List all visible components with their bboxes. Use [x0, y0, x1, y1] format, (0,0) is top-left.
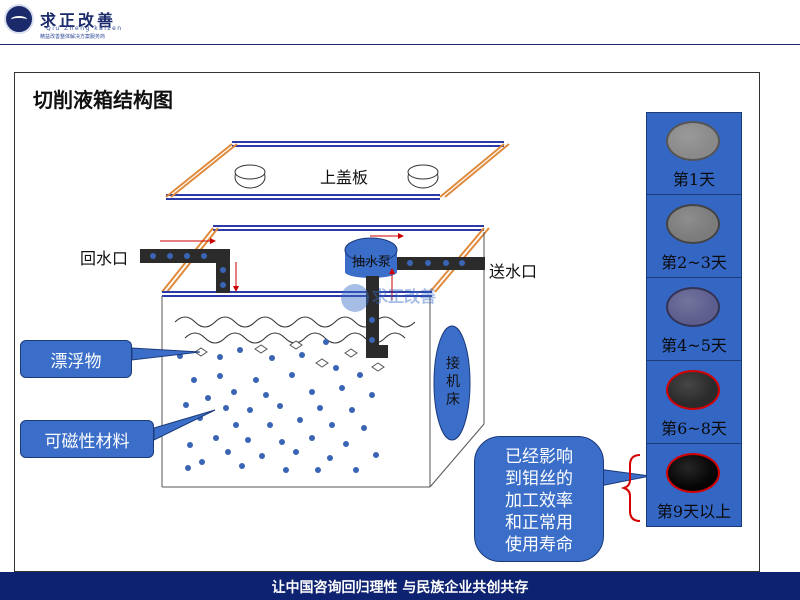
pump-assembly: [344, 233, 485, 358]
logo-subtext: Qiu Zheng kaizen: [46, 25, 123, 32]
day-row: 第9天以上: [647, 445, 741, 527]
liquid-sample-swatch: [666, 204, 720, 244]
float-callout-pointer: [131, 347, 201, 361]
magnetic-material-callout: 可磁性材料: [20, 420, 154, 458]
effect-note: 已经影响 到钼丝的 加工效率 和正常用 使用寿命: [474, 436, 604, 562]
header-bar: [0, 0, 800, 50]
water-return-label: 回水口: [80, 249, 129, 268]
day-progression-panel: 第1天 第2~3天 第4~5天 第6~8天 第9天以上: [646, 112, 742, 527]
header-divider: [0, 44, 800, 45]
day-label: 第2~3天: [661, 253, 727, 272]
machine-label: 接 机 床: [443, 355, 463, 409]
day-label: 第1天: [672, 170, 716, 189]
magnetic-callout-pointer: [153, 409, 216, 441]
day-row: 第6~8天: [647, 362, 741, 444]
day-label: 第9天以上: [656, 502, 732, 521]
return-pipe: [140, 238, 239, 293]
machine-connector: [433, 325, 471, 441]
liquid-sample-swatch: [666, 121, 720, 161]
machine-label-char: 接: [446, 356, 460, 372]
day-row: 第1天: [647, 113, 741, 195]
floating-debris: [194, 340, 385, 372]
liquid-sample-swatch: [666, 453, 720, 493]
day-row: 第4~5天: [647, 279, 741, 361]
page-title: 切削液箱结构图: [33, 88, 173, 112]
watermark-logo: 求正改善: [341, 284, 436, 312]
floating-matter-callout: 漂浮物: [20, 340, 132, 378]
note-line: 到钼丝的: [505, 469, 573, 489]
logo-icon: [4, 4, 34, 34]
content-frame: [14, 72, 760, 572]
footer-slogan: 让中国咨询回归理性 与民族企业共创共存: [271, 580, 529, 596]
day-label: 第6~8天: [661, 419, 727, 438]
liquid-sample-swatch: [666, 370, 720, 410]
top-cover-plate: [165, 141, 510, 200]
day-row: 第2~3天: [647, 196, 741, 278]
magnetic-particles: [177, 339, 379, 473]
note-line: 加工效率: [505, 491, 573, 511]
day-label: 第4~5天: [661, 336, 727, 355]
machine-label-char: 机: [446, 374, 460, 390]
svg-text:求正改善: 求正改善: [372, 287, 436, 306]
logo-text: 求正改善: [40, 11, 117, 30]
top-cover-label: 上盖板: [320, 168, 369, 187]
liquid-sample-swatch: [666, 287, 720, 327]
note-line: 使用寿命: [505, 535, 573, 555]
pump-label: 抽水泵: [352, 255, 392, 270]
note-line: 已经影响: [505, 447, 573, 467]
machine-label-char: 床: [446, 392, 460, 408]
note-line: 和正常用: [505, 513, 573, 533]
red-brace: [620, 454, 641, 522]
logo-tagline: 精益改善整体解决方案服务商: [40, 34, 106, 40]
water-send-label: 送水口: [489, 262, 538, 281]
footer-bar: [0, 572, 800, 600]
